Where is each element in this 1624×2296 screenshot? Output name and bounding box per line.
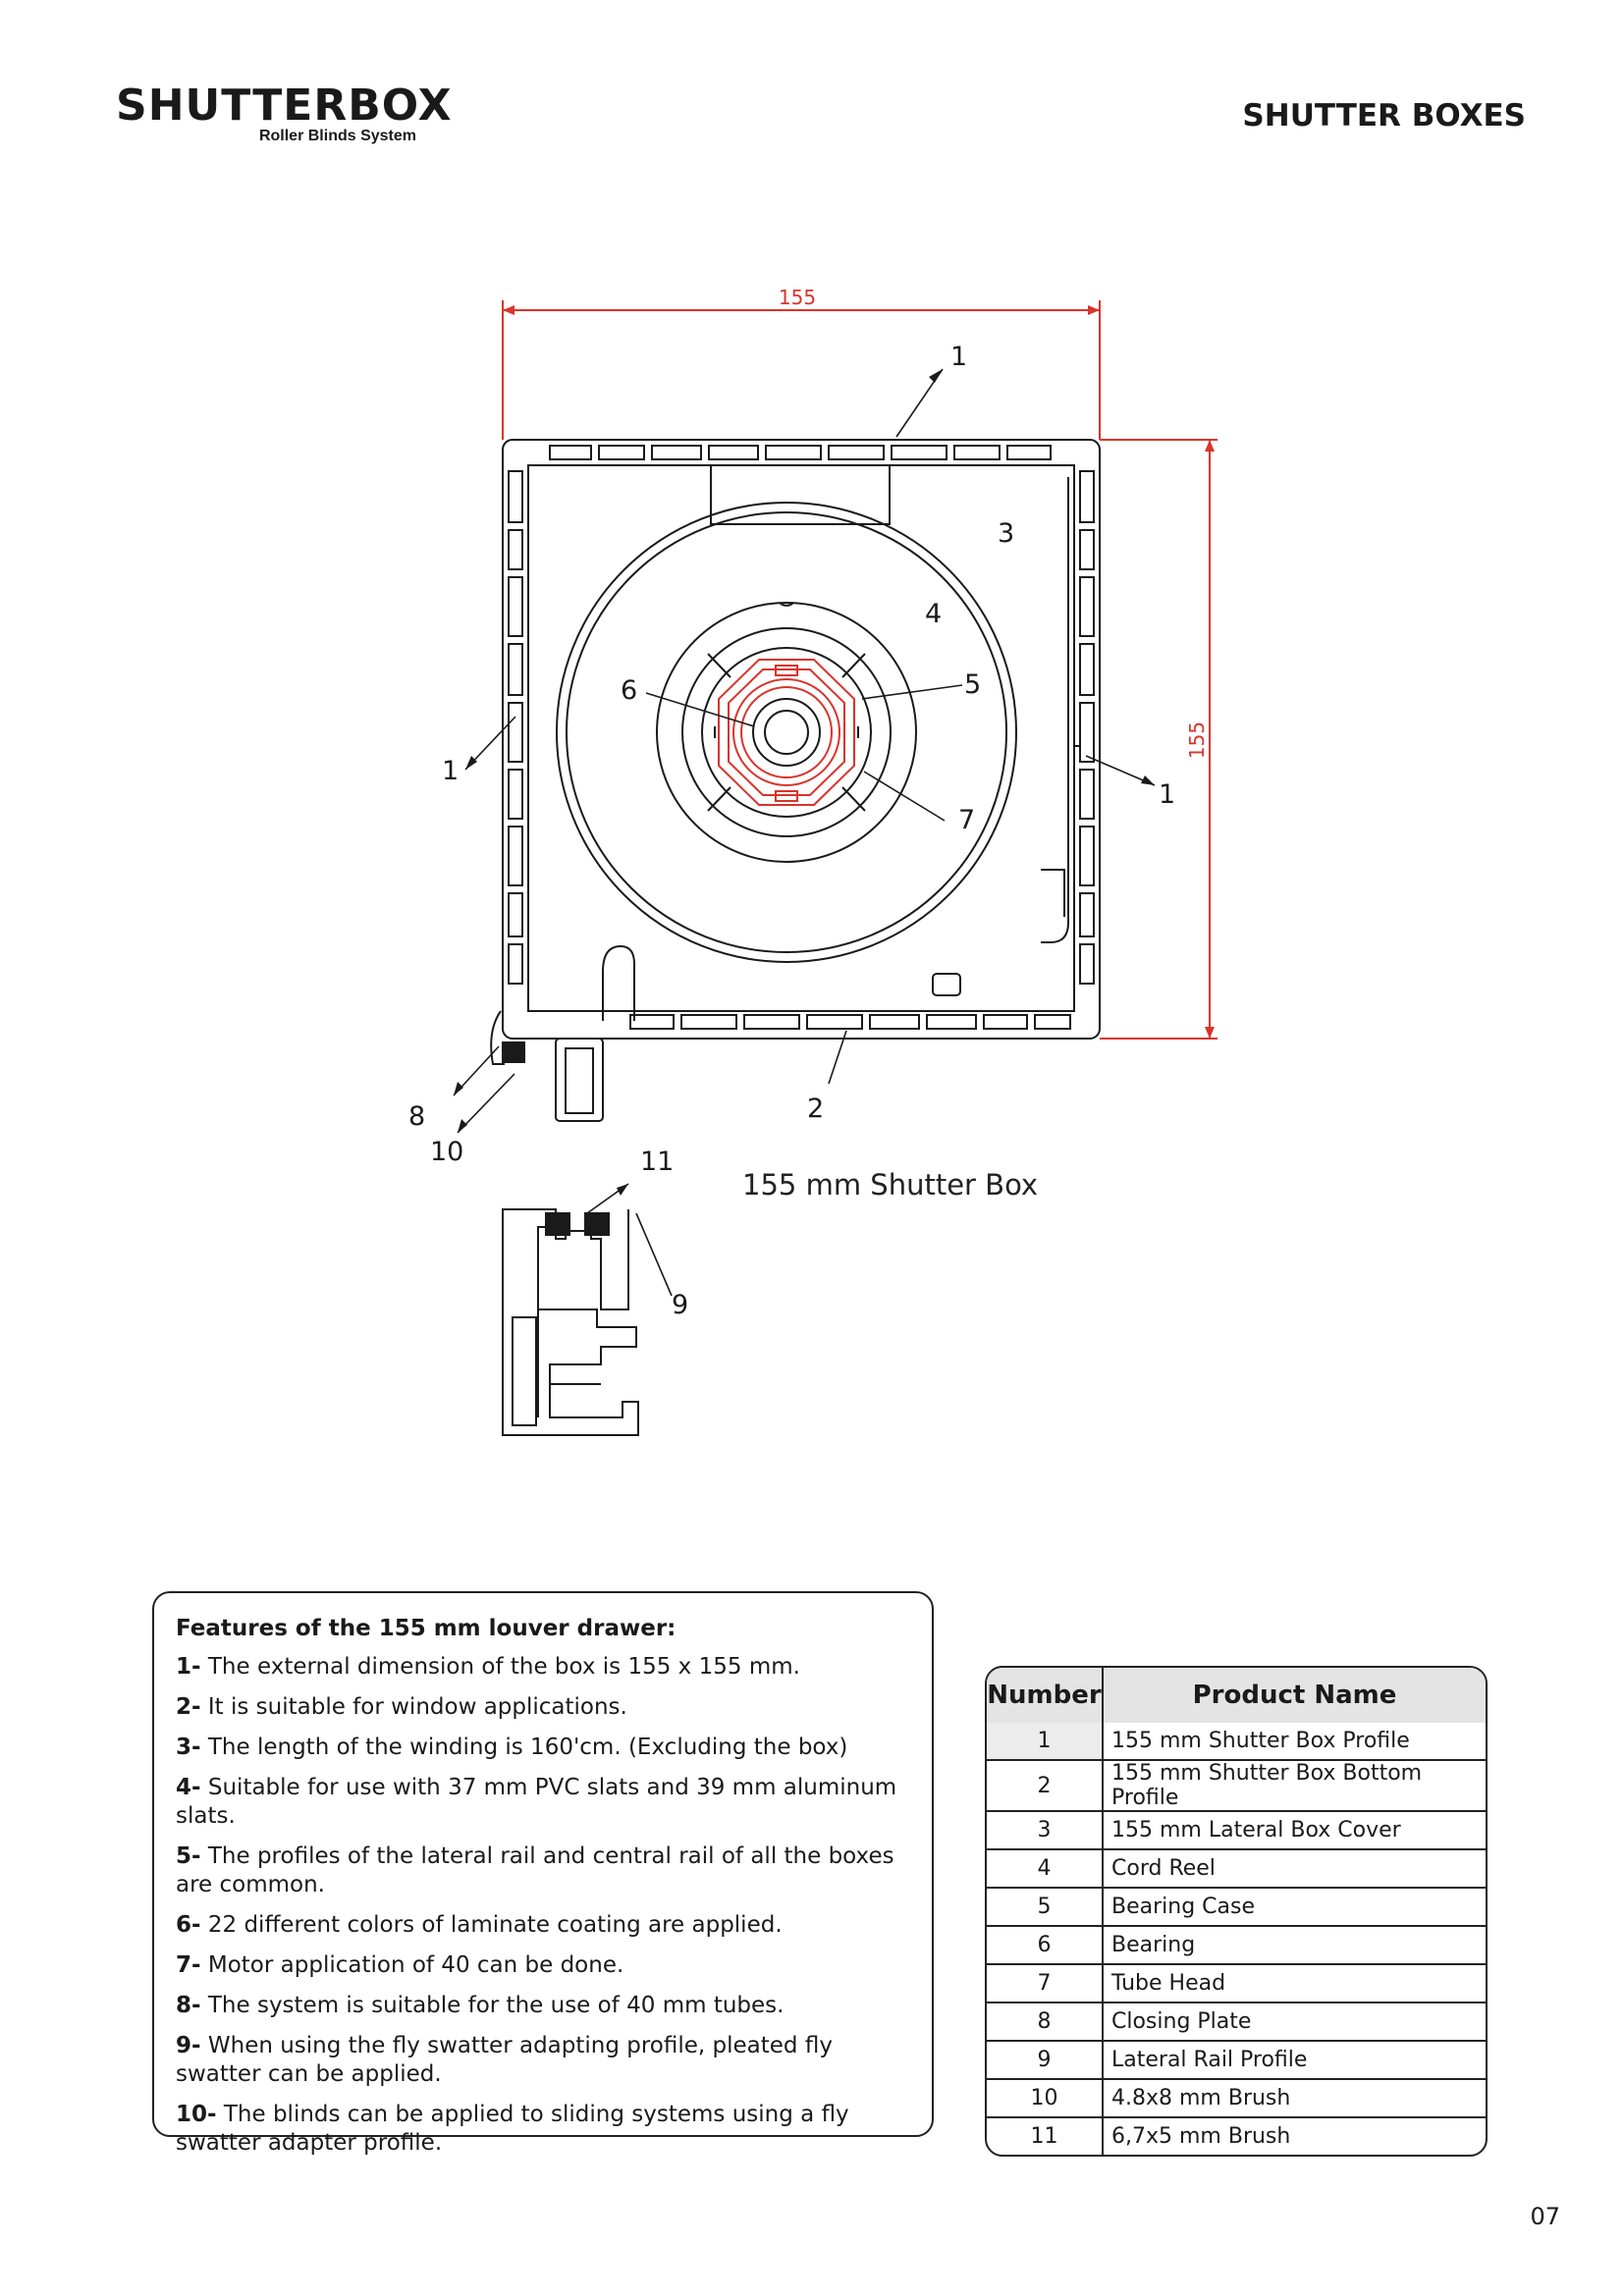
- callout-7: 7: [958, 805, 975, 835]
- bottom-hook: [602, 944, 635, 1021]
- bearing-red-detail: [718, 659, 855, 806]
- feature-item: 6- 22 different colors of laminate coati…: [176, 1912, 783, 1938]
- feature-item: 1- The external dimension of the box is …: [176, 1654, 800, 1680]
- features-box: Features of the 155 mm louver drawer: 1-…: [152, 1591, 934, 2156]
- drawing-caption: 155 mm Shutter Box: [742, 1168, 1039, 1201]
- callout-2: 2: [807, 1094, 824, 1124]
- features-title: Features of the 155 mm louver drawer:: [176, 1616, 677, 1641]
- feature-item: 4- Suitable for use with 37 mm PVC slats…: [176, 1775, 897, 1829]
- page-number: 07: [1530, 2203, 1560, 2230]
- feature-item: 5- The profiles of the lateral rail and …: [176, 1843, 894, 1897]
- dimension-arrows: [503, 305, 1215, 1039]
- section-title: SHUTTER BOXES: [1242, 98, 1526, 133]
- feature-item: 2- It is suitable for window application…: [176, 1694, 627, 1720]
- leader-lines: [453, 368, 1156, 1297]
- left-profile-chambers: [508, 470, 523, 985]
- table-header-row: Number Product Name: [987, 1668, 1486, 1723]
- logo-wordmark: SHUTTERBOX: [116, 80, 453, 131]
- callout-8: 8: [408, 1101, 425, 1132]
- callout-1-top: 1: [950, 342, 967, 372]
- feature-item: 10- The blinds can be applied to sliding…: [176, 2102, 849, 2156]
- dimension-width-label: 155: [779, 286, 816, 309]
- feature-item: 8- The system is suitable for the use of…: [176, 1993, 785, 2018]
- top-profile-chambers: [549, 445, 1052, 460]
- cord-reel-outer: [556, 502, 1017, 963]
- leader-arrowheads: [454, 369, 1155, 1196]
- logo-tagline: Roller Blinds System: [258, 128, 416, 144]
- callout-10: 10: [430, 1137, 463, 1167]
- brush-slot: [555, 1038, 604, 1122]
- bearing-case-ring: [656, 602, 917, 863]
- reel-housing-top: [710, 465, 891, 525]
- dimension-height-label: 155: [1185, 721, 1209, 759]
- box-outer-profile: [502, 439, 1101, 1040]
- tube-head-octagon: [718, 659, 855, 806]
- feature-item: 9- When using the fly swatter adapting p…: [176, 2033, 833, 2087]
- callout-9: 9: [672, 1290, 688, 1320]
- side-inner-contour: [1041, 477, 1069, 943]
- closing-plate: [490, 1010, 505, 1065]
- callout-1-right: 1: [1159, 779, 1175, 810]
- box-inner-wall: [527, 464, 1075, 1012]
- brush-4-8x8: [502, 1041, 525, 1063]
- column-header-product-name: Product Name: [1103, 1668, 1486, 1723]
- callout-3: 3: [998, 518, 1014, 549]
- callout-11: 11: [640, 1147, 674, 1177]
- cord-reel-inner: [566, 511, 1007, 953]
- brush-6-7x5-left: [545, 1212, 570, 1236]
- callout-5: 5: [964, 669, 981, 700]
- bottom-profile-chambers: [629, 1014, 1071, 1030]
- brush-6-7x5-right: [584, 1212, 610, 1236]
- lateral-rail-profile: [502, 1208, 639, 1436]
- callout-4: 4: [925, 599, 942, 629]
- brand-logo: SHUTTERBOX Roller Blinds System: [116, 80, 453, 145]
- feature-item: 3- The length of the winding is 160'cm. …: [176, 1735, 848, 1760]
- feature-item: 7- Motor application of 40 can be done.: [176, 1952, 624, 1978]
- right-profile-chambers: [1079, 470, 1095, 985]
- bearing-case-spokes: [707, 653, 866, 812]
- dimension-lines: [502, 300, 1218, 1040]
- column-header-number: Number: [987, 1668, 1104, 1723]
- callout-6: 6: [621, 675, 637, 706]
- callout-1-left: 1: [442, 756, 459, 786]
